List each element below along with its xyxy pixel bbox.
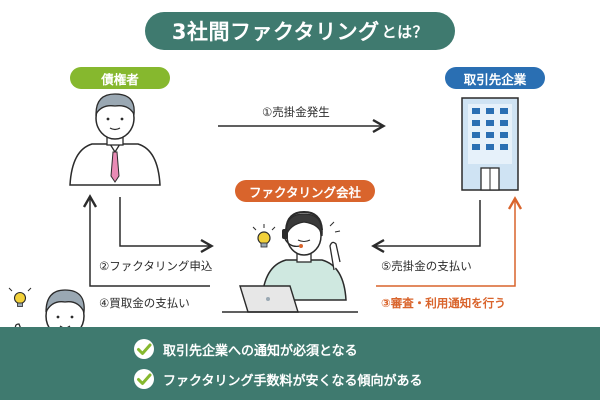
benefit-text: 取引先企業への通知が必須となる (163, 343, 358, 359)
title-suffix: とは？ (381, 22, 429, 41)
lightbulb-icon (252, 224, 276, 248)
step3-label: ③審査・利用通知を行う (381, 296, 506, 310)
benefit-text: ファクタリング手数料が安くなる傾向がある (163, 373, 423, 389)
page-title: 3社間ファクタリングとは？ (145, 12, 455, 50)
lightbulb-icon (8, 287, 32, 307)
creditor-badge: 債権者 (70, 67, 170, 89)
arrow-step5 (371, 200, 481, 254)
creditor-person-icon (69, 93, 161, 186)
arrow-step4 (82, 194, 210, 287)
benefits-bar (0, 327, 600, 400)
arrow-step2 (119, 197, 214, 254)
benefit-item-1: 取引先企業への通知が必須となる (133, 338, 358, 360)
step1-label: ①売掛金発生 (262, 105, 330, 119)
building-icon (461, 97, 519, 191)
benefit-item-2: ファクタリング手数料が安くなる傾向がある (133, 368, 422, 390)
step5-label: ⑤売掛金の支払い (381, 259, 472, 273)
operator-person-icon (222, 210, 358, 313)
step4-label: ④買取金の支払い (99, 296, 190, 310)
check-icon (134, 369, 154, 389)
check-icon (134, 339, 154, 359)
company-badge: 取引先企業 (445, 67, 545, 89)
arrow-step3 (376, 196, 523, 287)
factoring-company-badge: ファクタリング会社 (235, 180, 375, 202)
title-main: 3社間ファクタリング (171, 20, 380, 44)
step2-label: ②ファクタリング申込 (99, 259, 213, 273)
